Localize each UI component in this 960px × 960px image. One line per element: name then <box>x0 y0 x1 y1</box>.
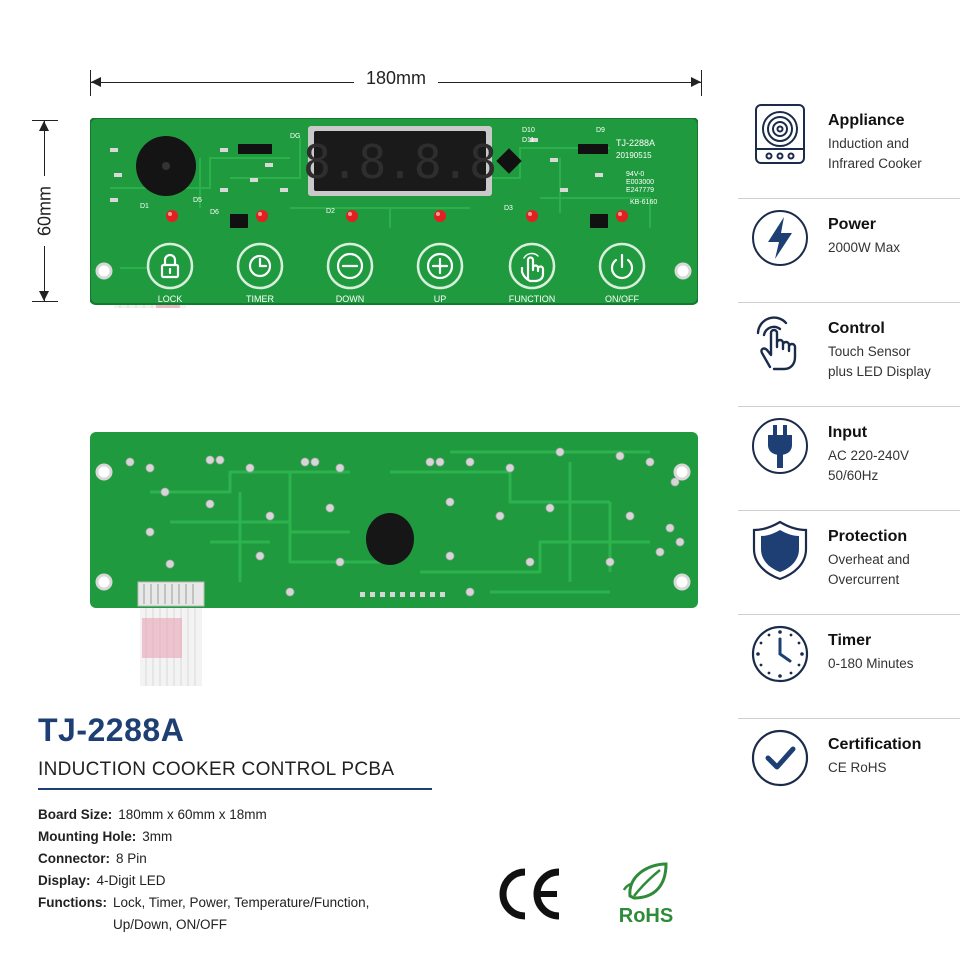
timer-icon <box>248 254 272 278</box>
led-onoff <box>616 210 628 222</box>
rohs-mark-icon: RoHS <box>619 862 673 927</box>
led-timer <box>256 210 268 222</box>
pcb-back-image <box>90 432 698 686</box>
feature-appliance-desc-1: Induction and <box>828 136 910 151</box>
width-dimension: 180mm <box>90 68 702 98</box>
feature-appliance-title: Appliance <box>828 112 905 129</box>
feature-timer-title: Timer <box>828 632 872 649</box>
down-label: DOWN <box>336 294 365 304</box>
mounting-hole-left <box>95 262 113 280</box>
feature-timer-desc-1: 0-180 Minutes <box>828 656 914 671</box>
height-label: 60mm <box>34 175 56 247</box>
ce-mark-icon <box>499 868 560 920</box>
feature-control: Control Touch Sensor plus LED Display <box>738 303 960 407</box>
lock-label: LOCK <box>158 294 183 304</box>
led-lock <box>166 210 178 222</box>
width-label: 180mm <box>353 68 439 89</box>
clock-icon <box>751 625 809 683</box>
feature-control-desc-2: plus LED Display <box>828 364 931 379</box>
led-down <box>346 210 358 222</box>
lightning-icon <box>752 210 808 266</box>
silk-d1: D1 <box>140 203 149 210</box>
feature-timer: Timer 0-180 Minutes <box>738 615 960 719</box>
feature-input-desc-2: 50/60Hz <box>828 468 879 483</box>
silk-d5: D5 <box>193 197 202 204</box>
minus-icon <box>336 252 364 280</box>
indicator-leds <box>166 210 628 222</box>
silk-d3: D3 <box>504 205 513 212</box>
touch-icon <box>520 252 545 283</box>
check-circle-icon <box>751 729 809 787</box>
silk-d10: D10 <box>522 127 535 134</box>
feature-control-title: Control <box>828 320 885 337</box>
feature-protection-desc-2: Overcurrent <box>828 572 900 587</box>
function-label: FUNCTION <box>509 294 556 304</box>
feature-certification-title: Certification <box>828 736 922 753</box>
feature-protection-desc-1: Overheat and <box>828 552 910 567</box>
feature-appliance-desc-2: Infrared Cooker <box>828 156 922 171</box>
cooktop-icon <box>755 104 805 164</box>
spec-list: Board Size: 180mm x 60mm x 18mm Mounting… <box>38 804 458 936</box>
lock-icon <box>160 253 180 279</box>
touch-hand-icon <box>756 316 797 371</box>
led-up <box>434 210 446 222</box>
mounting-hole-right <box>674 262 692 280</box>
power-icon <box>610 253 634 280</box>
led-function <box>526 210 538 222</box>
feature-certification: Certification CE RoHS <box>738 719 960 823</box>
led-display: 8.8.8.8 <box>303 126 497 196</box>
feature-power: Power 2000W Max <box>738 199 960 303</box>
silk-d2: D2 <box>326 208 335 215</box>
silk-d11: D11 <box>522 137 534 144</box>
display-digits: 8.8.8.8 <box>303 135 497 189</box>
shield-icon <box>752 520 808 581</box>
feature-protection-title: Protection <box>828 528 908 545</box>
spec-connector: Connector: 8 Pin <box>38 851 147 866</box>
feature-control-desc-1: Touch Sensor <box>828 344 911 359</box>
feature-power-desc-1: 2000W Max <box>828 240 901 255</box>
feature-input-title: Input <box>828 424 868 441</box>
silk-dg: DG <box>290 133 301 140</box>
board-marking-1: 94V-0 <box>626 171 644 178</box>
feature-input: Input AC 220-240V 50/60Hz <box>738 407 960 511</box>
board-marking-2: E003000 <box>626 179 654 186</box>
spec-board-size: Board Size: 180mm x 60mm x 18mm <box>38 807 267 822</box>
silk-d6: D6 <box>210 209 219 216</box>
board-part-number: TJ-2288A <box>616 138 655 148</box>
pcb-front-image: 8.8.8.8 TJ-2288A 20190515 94V-0 E003000 … <box>90 118 698 308</box>
height-dimension: 60mm <box>30 120 60 302</box>
timer-label: TIMER <box>246 294 274 304</box>
plus-icon <box>426 252 454 280</box>
spec-display: Display: 4-Digit LED <box>38 873 166 888</box>
board-date-code: 20190515 <box>616 151 652 160</box>
up-label: UP <box>434 294 447 304</box>
plug-icon <box>752 418 808 474</box>
title-divider <box>38 788 432 790</box>
feature-input-desc-1: AC 220-240V <box>828 448 910 463</box>
silk-d9: D9 <box>596 127 605 134</box>
product-subtitle: INDUCTION COOKER CONTROL PCBA <box>38 759 395 780</box>
board-marking-4: KB-6160 <box>630 199 657 206</box>
feature-certification-desc-1: CE RoHS <box>828 760 887 775</box>
product-model: TJ-2288A <box>38 712 185 748</box>
onoff-label: ON/OFF <box>605 294 639 304</box>
feature-power-title: Power <box>828 216 877 233</box>
spec-functions: Functions: Lock, Timer, Power, Temperatu… <box>38 895 370 932</box>
cob-chip <box>366 513 414 565</box>
spec-mounting-hole: Mounting Hole: 3mm <box>38 829 173 844</box>
board-marking-3: E247779 <box>626 187 654 194</box>
rohs-label: RoHS <box>619 905 673 927</box>
